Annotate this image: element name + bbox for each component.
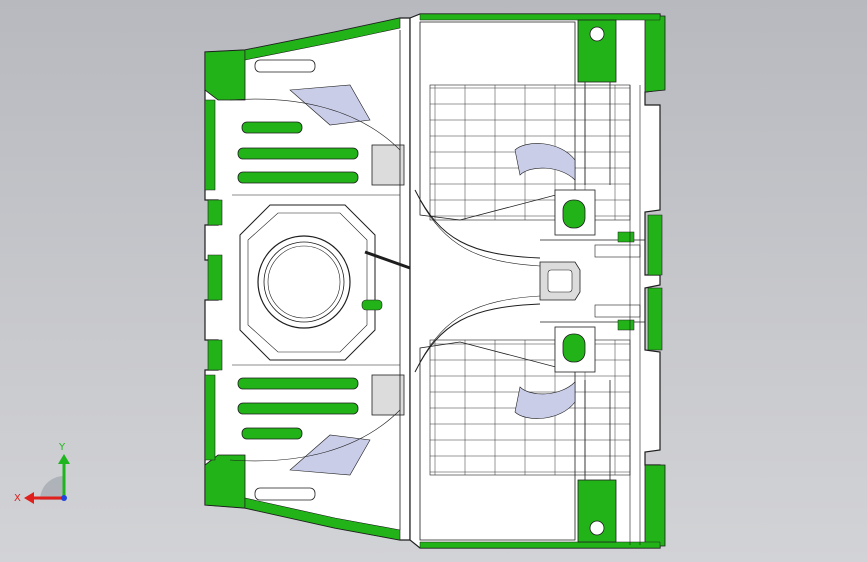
z-axis-dot xyxy=(61,495,67,501)
orientation-triad[interactable]: Y X xyxy=(12,438,82,508)
x-axis-arrow xyxy=(24,492,34,504)
y-axis-arrow xyxy=(58,454,70,464)
y-axis-label: Y xyxy=(58,442,66,453)
triad-base-arc xyxy=(40,476,64,500)
right-floor-panel xyxy=(409,13,666,549)
left-floor-panel xyxy=(204,17,411,541)
x-axis-label: X xyxy=(14,493,21,504)
